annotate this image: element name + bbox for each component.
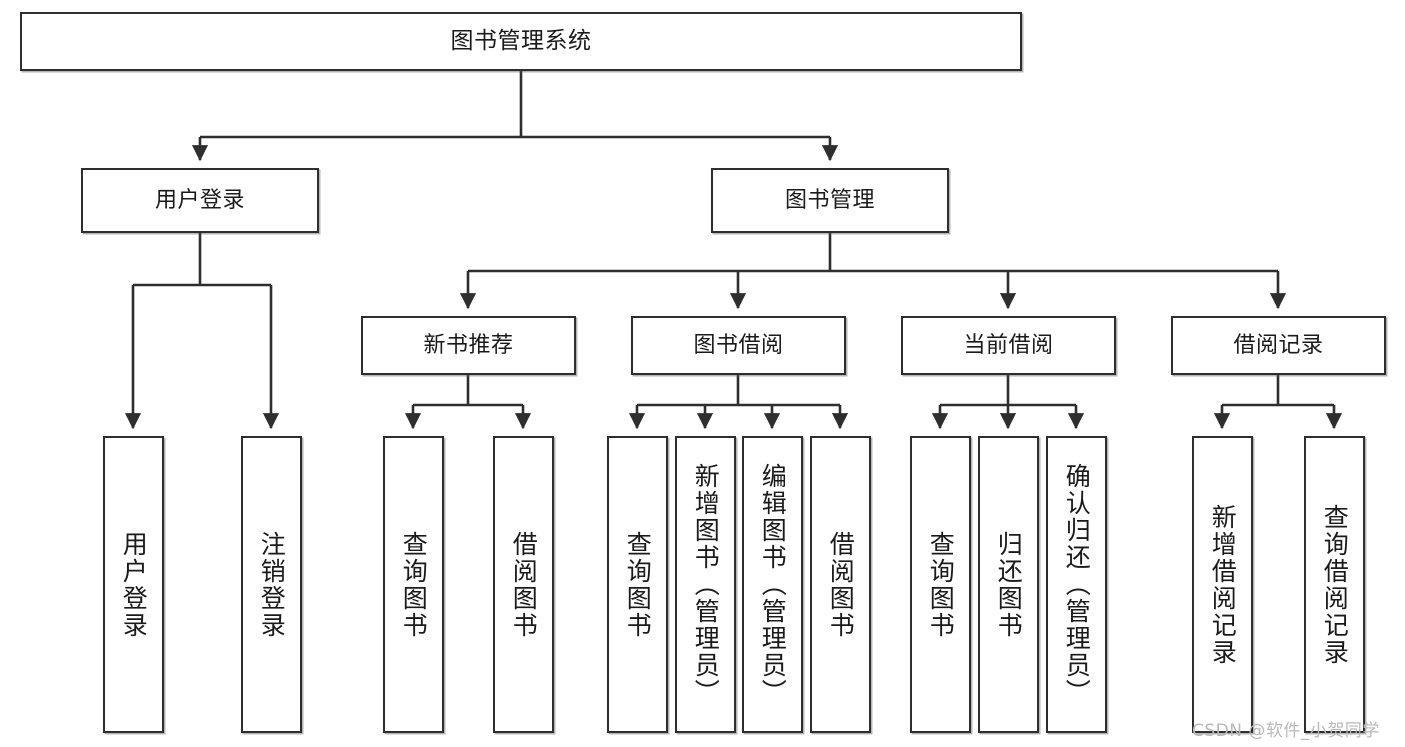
node-label: 图书管理 <box>784 187 875 213</box>
leaf-record-query-borrow-record[interactable]: 查询借阅记录 <box>1304 436 1365 733</box>
leaf-newbook-borrow-book[interactable]: 借阅图书 <box>493 436 554 733</box>
leaf-user-login[interactable]: 用户登录 <box>103 436 164 733</box>
node-label: 借阅图书 <box>826 530 856 639</box>
node-label: 确认归还（管理员） <box>1062 463 1092 706</box>
leaf-current-query-book[interactable]: 查询图书 <box>910 436 971 733</box>
leaf-current-confirm-return-admin[interactable]: 确认归还（管理员） <box>1046 436 1107 733</box>
node-label: 查询图书 <box>623 530 653 639</box>
node-new-book-recommend[interactable]: 新书推荐 <box>361 316 576 375</box>
node-label: 新书推荐 <box>423 332 514 358</box>
leaf-record-add-borrow-record[interactable]: 新增借阅记录 <box>1192 436 1253 733</box>
node-label: 新增图书（管理员） <box>691 463 721 706</box>
node-label: 图书管理系统 <box>450 27 592 54</box>
node-label: 查询图书 <box>926 530 956 639</box>
node-label: 用户登录 <box>119 530 149 639</box>
node-borrow-record[interactable]: 借阅记录 <box>1171 316 1386 375</box>
node-label: 查询借阅记录 <box>1320 503 1350 666</box>
node-current-borrow[interactable]: 当前借阅 <box>901 316 1116 375</box>
node-label: 当前借阅 <box>963 332 1054 358</box>
node-label: 用户登录 <box>154 187 245 213</box>
leaf-borrow-borrow-book[interactable]: 借阅图书 <box>810 436 871 733</box>
node-label: 借阅记录 <box>1233 332 1324 358</box>
leaf-borrow-query-book[interactable]: 查询图书 <box>607 436 668 733</box>
leaf-borrow-edit-book-admin[interactable]: 编辑图书（管理员） <box>742 436 803 733</box>
node-book-borrow[interactable]: 图书借阅 <box>631 316 846 375</box>
node-label: 借阅图书 <box>509 530 539 639</box>
node-book-management[interactable]: 图书管理 <box>711 168 949 233</box>
leaf-logout[interactable]: 注销登录 <box>241 436 302 733</box>
leaf-current-return-book[interactable]: 归还图书 <box>978 436 1039 733</box>
node-label: 编辑图书（管理员） <box>758 463 788 706</box>
leaf-newbook-query-book[interactable]: 查询图书 <box>383 436 444 733</box>
node-label: 注销登录 <box>257 530 287 639</box>
node-label: 新增借阅记录 <box>1208 503 1238 666</box>
node-label: 归还图书 <box>994 530 1024 639</box>
node-label: 图书借阅 <box>693 332 784 358</box>
node-user-login[interactable]: 用户登录 <box>81 168 319 233</box>
csdn-watermark: CSDN @软件_小贺同学 <box>1192 721 1380 741</box>
node-root-book-management-system[interactable]: 图书管理系统 <box>20 12 1022 71</box>
leaf-borrow-add-book-admin[interactable]: 新增图书（管理员） <box>675 436 736 733</box>
node-label: 查询图书 <box>399 530 429 639</box>
